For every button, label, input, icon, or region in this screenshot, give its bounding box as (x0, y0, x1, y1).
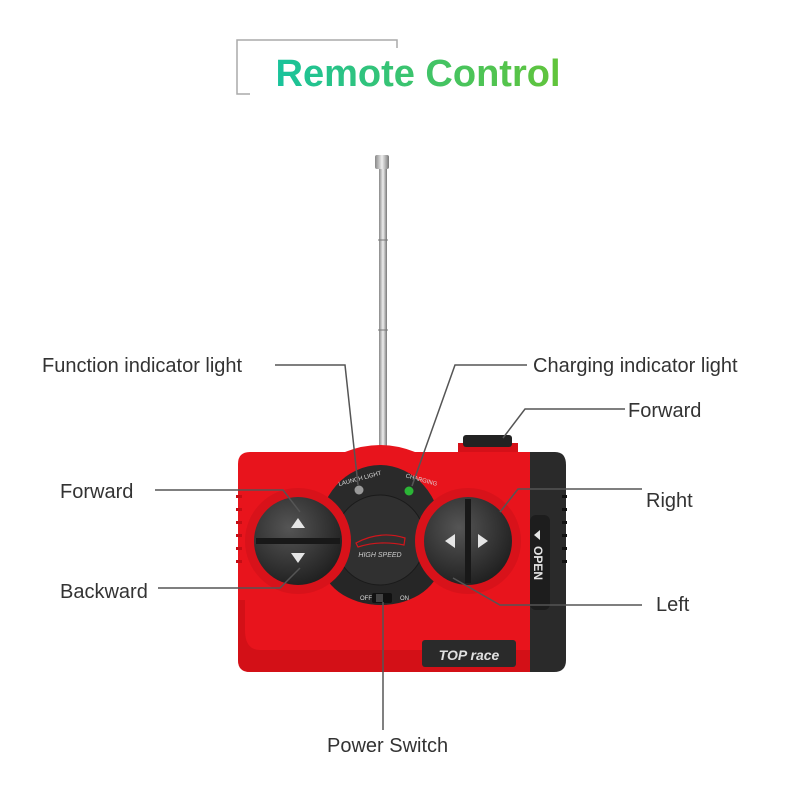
title-bracket (236, 39, 398, 95)
leader-function-light (275, 364, 359, 486)
brand-logo: TOP race (439, 647, 500, 663)
label-forward-left: Forward (60, 481, 133, 503)
label-left: Left (656, 594, 690, 616)
switch-off-label: OFF (360, 596, 372, 602)
open-label: OPEN (531, 546, 545, 580)
right-arrow-icon (478, 534, 488, 548)
leader-left (452, 577, 642, 606)
car-logo-icon (355, 534, 406, 548)
label-backward: Backward (60, 581, 148, 603)
left-arrow-icon (445, 534, 455, 548)
label-right: Right (646, 490, 693, 512)
left-dial-forward-backward[interactable] (245, 488, 351, 594)
leader-charging-light (411, 364, 527, 487)
leader-forward-left (155, 489, 301, 513)
power-switch[interactable]: OFF ON (360, 593, 409, 603)
leader-forward-top (502, 408, 625, 439)
logo-text: HIGH SPEED (358, 552, 401, 559)
battery-cover-open-latch[interactable]: OPEN (530, 515, 550, 610)
brand-plate: TOP race (422, 640, 516, 667)
page-title: Remote Control (276, 53, 561, 95)
switch-on-label: ON (400, 596, 409, 602)
right-dial-left-right[interactable] (415, 488, 521, 594)
antenna (375, 155, 389, 455)
label-charging-indicator-light: Charging indicator light (533, 355, 738, 377)
label-function-indicator-light: Function indicator light (42, 355, 243, 377)
function-indicator-light (354, 485, 364, 495)
label-forward-top: Forward (628, 400, 701, 422)
charging-indicator-light (404, 486, 414, 496)
center-panel: LAUNCH LIGHT CHARGING HIGH SPEED (318, 465, 442, 605)
leader-right (499, 488, 642, 513)
forward-arrow-icon (291, 518, 305, 528)
backward-arrow-icon (291, 553, 305, 563)
open-arrow-icon (534, 530, 540, 540)
leader-backward (158, 567, 301, 589)
label-power-switch: Power Switch (327, 735, 448, 757)
